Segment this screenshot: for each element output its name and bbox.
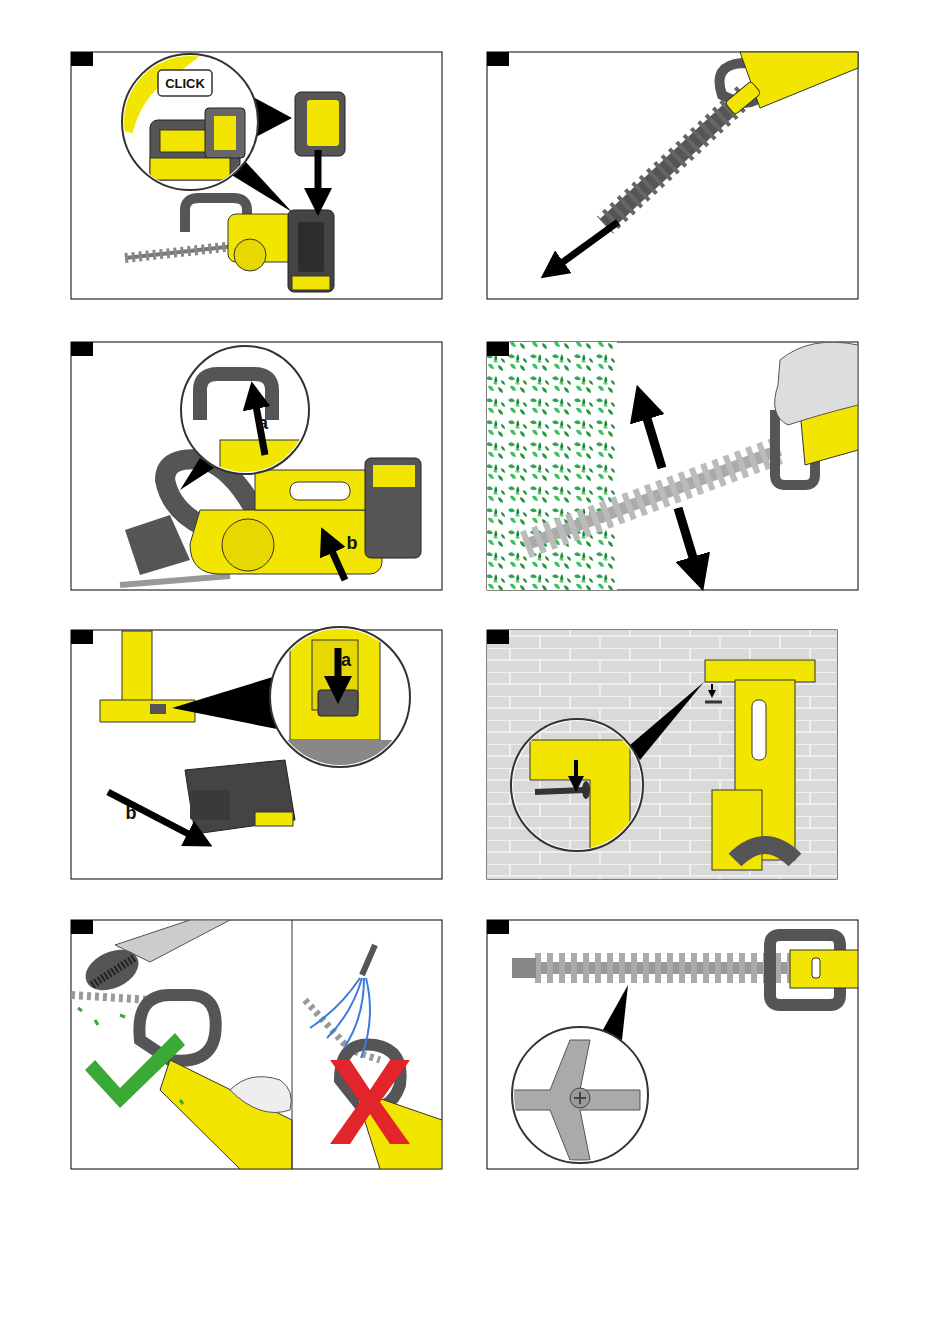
- callout-letter: b: [126, 804, 137, 822]
- panel-cutting: [487, 342, 858, 590]
- panel-rotate-handle: [71, 342, 442, 590]
- panel-remove-guard: [487, 52, 858, 299]
- callout-letter: a: [341, 651, 351, 669]
- panel-remove-battery: [71, 620, 442, 879]
- click-label: CLICK: [165, 77, 205, 90]
- callout-letter: a: [258, 414, 268, 432]
- panel-cleaning: [71, 920, 442, 1169]
- panel-blade: [487, 920, 858, 1169]
- panel-insert-battery: [71, 40, 442, 299]
- panel-wall-storage: [487, 630, 837, 879]
- callout-letter: b: [347, 534, 358, 552]
